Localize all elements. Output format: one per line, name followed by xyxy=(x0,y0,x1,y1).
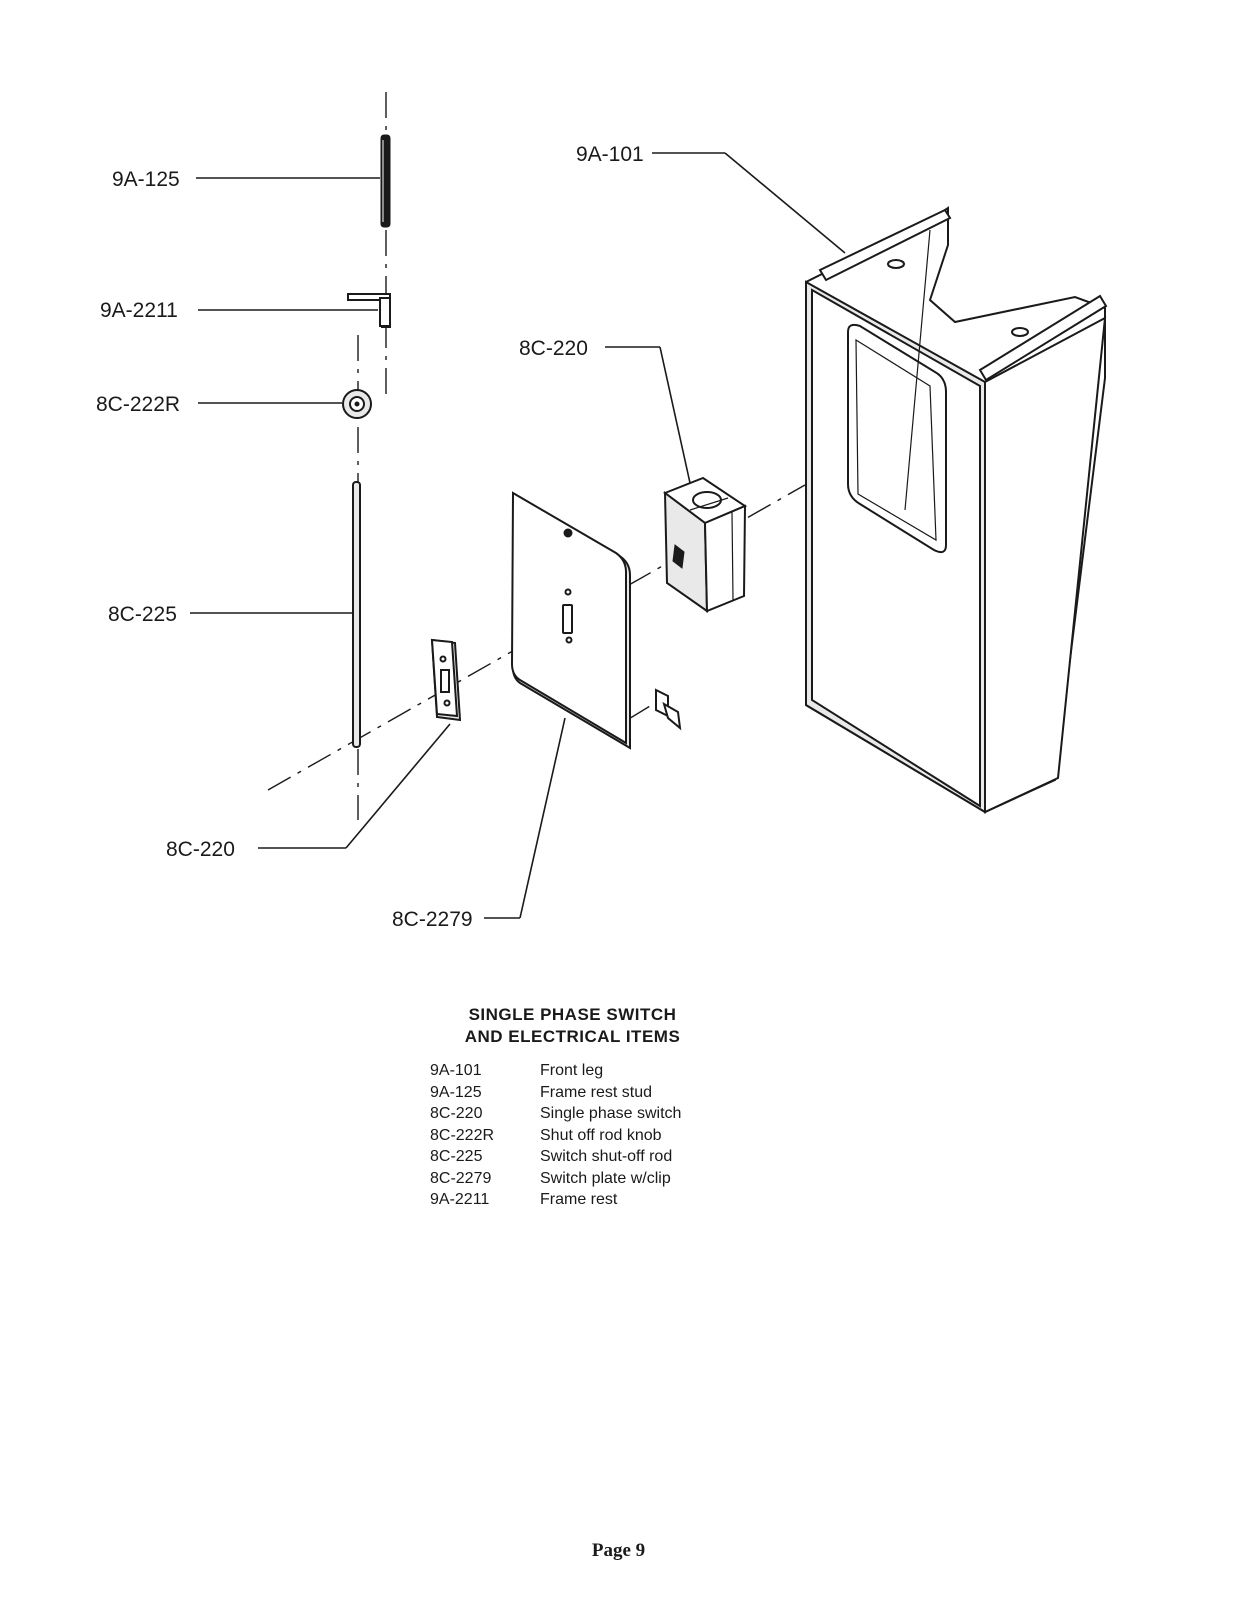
switch-plate-part xyxy=(510,491,631,750)
legend-part-code: 9A-101 xyxy=(430,1062,482,1079)
plate-clip-part xyxy=(655,688,682,731)
legend-row: 8C-220 Single phase switch xyxy=(430,1103,681,1125)
parts-legend: SINGLE PHASE SWITCH AND ELECTRICAL ITEMS… xyxy=(430,1004,760,1211)
callout-9a-101: 9A-101 xyxy=(576,143,644,166)
shut-off-rod-knob-part xyxy=(342,389,372,419)
legend-row: 9A-2211 Frame rest xyxy=(430,1189,681,1211)
callout-8c-220-lower: 8C-220 xyxy=(166,838,235,861)
legend-part-description: Single phase switch xyxy=(540,1105,682,1122)
legend-row: 8C-225 Switch shut-off rod xyxy=(430,1146,681,1168)
callout-9a-125: 9A-125 xyxy=(112,168,180,191)
callout-8c-222r: 8C-222R xyxy=(96,393,180,416)
callout-8c-225: 8C-225 xyxy=(108,603,177,626)
leader-lines xyxy=(190,152,846,919)
single-phase-switch-box-part xyxy=(662,476,748,613)
callout-8c-2279: 8C-2279 xyxy=(392,908,473,931)
legend-part-description: Switch plate w/clip xyxy=(540,1169,671,1187)
legend-row: 9A-101 Front leg xyxy=(430,1060,681,1082)
legend-title-line-1: SINGLE PHASE SWITCH xyxy=(468,1005,677,1024)
legend-part-description: Front leg xyxy=(540,1062,604,1079)
switch-shut-off-rod-part xyxy=(352,481,361,748)
front-leg-part xyxy=(805,206,1108,814)
legend-title-line-2: AND ELECTRICAL ITEMS xyxy=(464,1027,681,1046)
legend-part-code: 9A-125 xyxy=(430,1083,482,1101)
page-number: Page 9 xyxy=(591,1540,646,1561)
small-switch-plate-part xyxy=(430,638,462,722)
legend-part-code: 8C-220 xyxy=(430,1105,483,1122)
legend-part-code: 8C-225 xyxy=(430,1148,483,1165)
legend-part-description: Frame rest stud xyxy=(540,1083,653,1101)
frame-rest-stud-part xyxy=(380,134,391,228)
legend-row: 8C-2279 Switch plate w/clip xyxy=(430,1168,681,1190)
legend-part-code: 8C-222R xyxy=(430,1126,495,1144)
legend-part-description: Frame rest xyxy=(540,1191,618,1208)
legend-row: 9A-125 Frame rest stud xyxy=(430,1082,681,1104)
legend-row: 8C-222R Shut off rod knob xyxy=(430,1125,681,1147)
legend-table: 9A-101 Front leg 9A-125 Frame rest stud 8C-2… xyxy=(430,1060,681,1211)
callout-9a-2211: 9A-2211 xyxy=(100,299,178,322)
legend-part-description: Shut off rod knob xyxy=(540,1126,662,1144)
legend-title: SINGLE PHASE SWITCH AND ELECTRICAL ITEMS xyxy=(430,1004,715,1048)
frame-rest-part xyxy=(347,293,391,328)
legend-part-description: Switch shut-off rod xyxy=(540,1148,673,1165)
legend-part-code: 8C-2279 xyxy=(430,1169,492,1187)
legend-part-code: 9A-2211 xyxy=(430,1191,490,1208)
callout-8c-220-upper: 8C-220 xyxy=(519,337,588,360)
